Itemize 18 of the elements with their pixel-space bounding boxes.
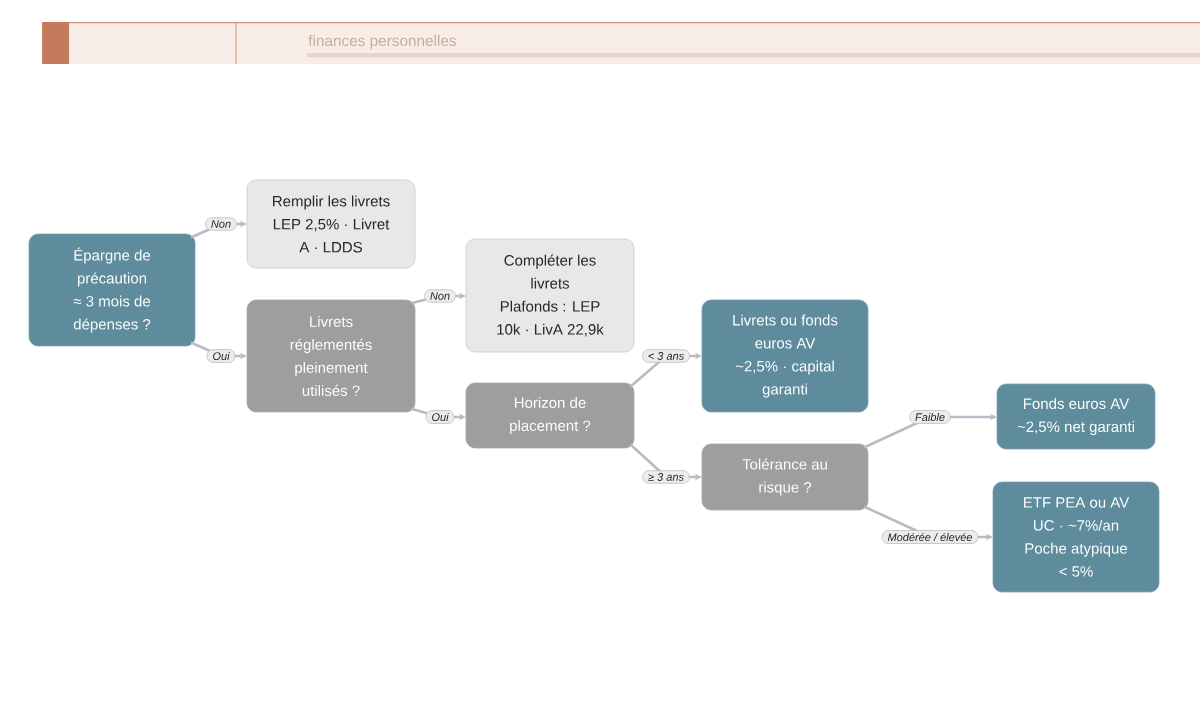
advice-box: ETF PEA ou AV UC · ~7%/an Poche atypique < 5%: [992, 481, 1160, 593]
edge-label: Non: [424, 289, 456, 303]
question-box: Épargne de précaution ≈ 3 mois de dépenses ?: [28, 233, 196, 347]
advice-box: Fonds euros AV ~2,5% net garanti: [996, 383, 1156, 450]
edge-label: Faible: [909, 410, 951, 424]
edge-label: Oui: [206, 349, 236, 363]
advice-box: Remplir les livrets LEP 2,5% · Livret A · LDDS: [246, 179, 416, 269]
edge-label: Modérée / élevée: [881, 530, 979, 544]
tagline: finances personnelles: [308, 34, 456, 50]
edge-label: < 3 ans: [642, 349, 690, 363]
advice-box: Livrets ou fonds euros AV ~2,5% · capital garanti: [701, 299, 869, 413]
edge-label: Non: [205, 217, 237, 231]
question-box: Horizon de placement ?: [465, 382, 635, 449]
edge-label: ≥ 3 ans: [642, 470, 690, 484]
question-box: Tolérance au risque ?: [701, 443, 869, 511]
edge-label: Oui: [425, 410, 455, 424]
advice-box: Compléter les livrets Plafonds : LEP 10k · LivA 22,9k: [465, 238, 635, 353]
question-box: Livrets réglementés pleinement utilisés ?: [246, 299, 416, 413]
